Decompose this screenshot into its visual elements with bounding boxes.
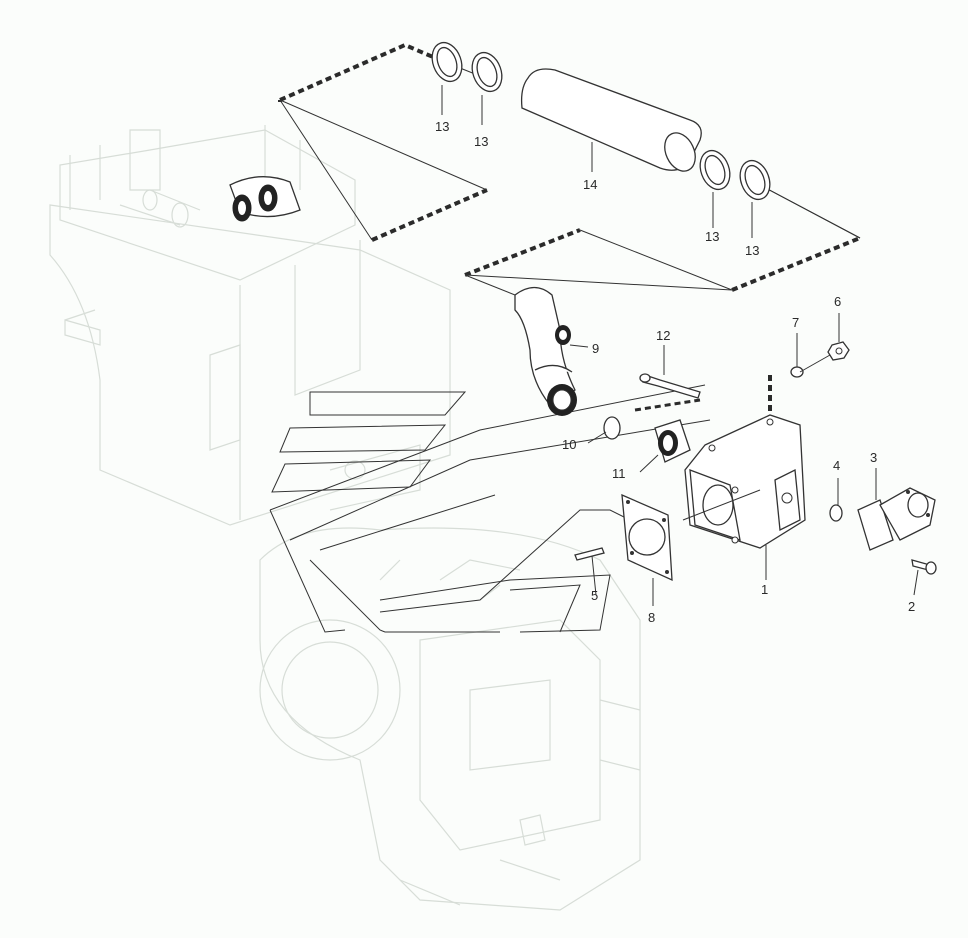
callout-13-a: 13 <box>435 119 449 134</box>
callout-5: 5 <box>591 588 598 603</box>
flange-part-11 <box>654 419 691 463</box>
hose-clamp-13-d <box>739 159 771 201</box>
callout-7: 7 <box>792 315 799 330</box>
hose-part-14 <box>520 68 702 172</box>
flange-part-3 <box>857 487 936 551</box>
hose-clamp-13-b <box>471 51 503 93</box>
tank-outlet-fittings <box>229 176 301 222</box>
callout-13-d: 13 <box>745 243 759 258</box>
callout-9: 9 <box>592 341 599 356</box>
o-ring-part-10 <box>603 416 621 440</box>
callout-10: 10 <box>562 437 576 452</box>
callout-14: 14 <box>583 177 597 192</box>
elbow-hose-part-9 <box>514 286 577 416</box>
callout-11: 11 <box>612 466 626 481</box>
background-engine-assembly <box>259 527 641 911</box>
bolt-part-12 <box>639 373 701 399</box>
hose-clamp-13-a <box>431 41 463 83</box>
callout-13-b: 13 <box>474 134 488 149</box>
callout-3: 3 <box>870 450 877 465</box>
pump-part-1 <box>682 414 806 549</box>
callout-13-c: 13 <box>705 229 719 244</box>
callout-12: 12 <box>656 328 670 343</box>
nut-part-6 <box>799 341 850 373</box>
gasket-part-8 <box>621 493 673 582</box>
callout-2: 2 <box>908 599 915 614</box>
callout-leader-lines <box>441 85 919 606</box>
callout-labels: 13 13 14 13 13 9 12 7 6 10 11 4 3 1 5 8 … <box>435 119 915 625</box>
hose-clamp-13-c <box>699 149 731 191</box>
o-ring-part-4 <box>829 504 843 522</box>
callout-4: 4 <box>833 458 840 473</box>
bolt-part-2 <box>911 559 937 575</box>
key-part-5 <box>574 547 605 561</box>
callout-1: 1 <box>761 582 768 597</box>
callout-8: 8 <box>648 610 655 625</box>
washer-part-7 <box>790 366 804 378</box>
callout-6: 6 <box>834 294 841 309</box>
frame-guide-lines <box>269 384 711 633</box>
